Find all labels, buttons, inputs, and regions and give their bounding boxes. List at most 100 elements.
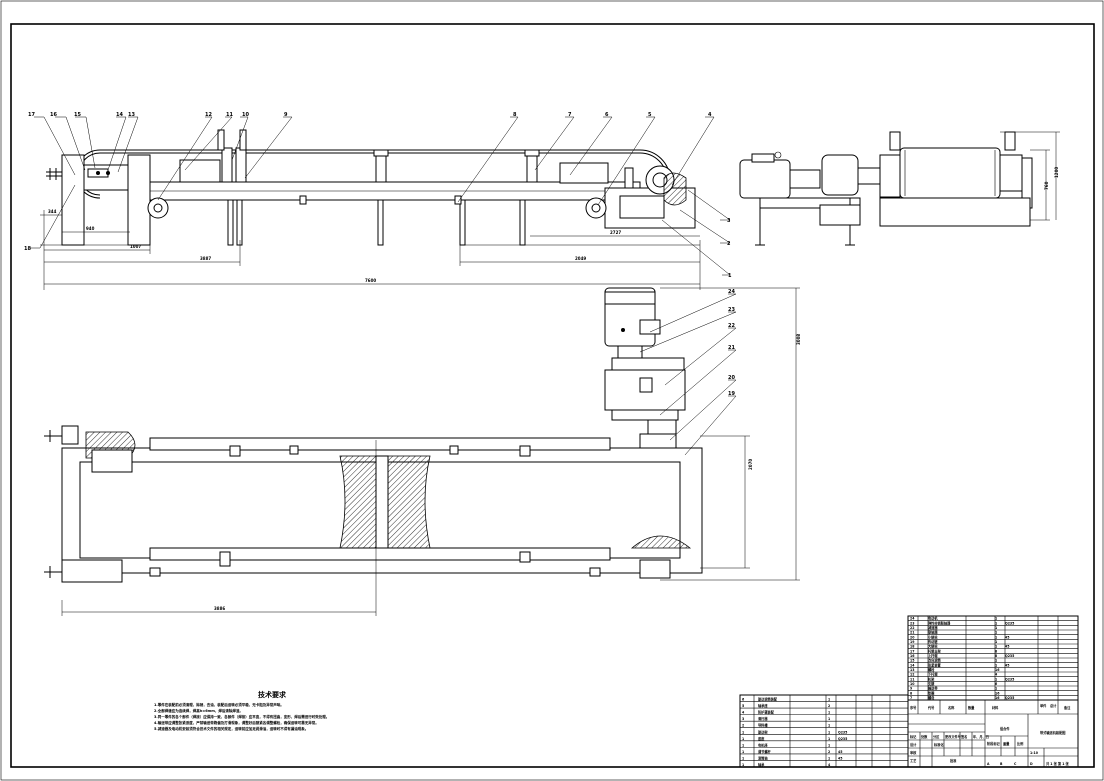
bom-lower-cell: 轴承 bbox=[758, 762, 765, 767]
tech-req-line-4: 4.输送带应调整张紧适度，严禁输送带跑偏及打滑现象，调整好后锁紧各调整螺栓，确保… bbox=[154, 720, 319, 725]
bom-upper-cell: 1 bbox=[995, 626, 997, 630]
tb-scale-value: 1:10 bbox=[1030, 751, 1039, 755]
bom-upper-cell: 张紧装置 bbox=[928, 662, 942, 667]
bom-upper-cell: 23 bbox=[910, 621, 914, 625]
balloon-10: 10 bbox=[242, 112, 249, 118]
bom-upper-cell: 螺栓 bbox=[928, 667, 935, 672]
bom-upper-cell: 1 bbox=[995, 635, 997, 639]
balloon-19: 19 bbox=[728, 391, 735, 397]
bom-lower-cell: 1 bbox=[828, 756, 830, 760]
tb-approve: 批准 bbox=[950, 758, 957, 763]
tb-checker: 审核 bbox=[910, 750, 917, 755]
bom-lower-cell: 1 bbox=[742, 756, 744, 760]
bom-lower-cell: 1 bbox=[828, 698, 830, 702]
plan-view: 3886 2070 3008 bbox=[44, 287, 801, 616]
balloon-14: 14 bbox=[116, 112, 123, 118]
dim-2727: 2727 bbox=[610, 230, 621, 235]
bom-upper-cell: 4 bbox=[995, 673, 998, 677]
bom-upper-cell: 1 bbox=[995, 617, 997, 621]
bom-upper-cell: 小链轮 bbox=[927, 634, 938, 639]
tech-req-title: 技术要求 bbox=[258, 690, 287, 699]
bom-upper-cell: 11 bbox=[910, 677, 914, 681]
bom-lower-cell: 1 bbox=[742, 743, 744, 747]
dim-3008: 3008 bbox=[796, 334, 801, 345]
tb-mark-3: 更改文件号 bbox=[945, 734, 962, 739]
bom-lower-cell: 1 bbox=[742, 750, 744, 754]
balloon-17: 17 bbox=[28, 112, 35, 118]
bom-upper-cell: 1 bbox=[995, 631, 997, 635]
tb-stage: 阶段标记 bbox=[987, 741, 1001, 746]
bom-upper-cell: 45 bbox=[1005, 663, 1009, 667]
bom-upper-cell: 上托辊 bbox=[928, 653, 938, 658]
bom-upper-cell: 8 bbox=[995, 649, 998, 653]
tb-weight: 重量 bbox=[1003, 741, 1010, 746]
bom-lower-cell: 1 bbox=[742, 737, 744, 741]
bom-lower-cell: 驱动滚筒装配 bbox=[758, 697, 778, 702]
bom-upper-cell: 21 bbox=[910, 631, 914, 635]
tb-mark-1: 处数 bbox=[920, 734, 928, 739]
bom-upper-cell: 传动链 bbox=[927, 639, 938, 644]
bom-upper-cell: 45 bbox=[1005, 645, 1009, 649]
balloon-15: 15 bbox=[74, 112, 81, 118]
balloon-24: 24 bbox=[728, 289, 735, 295]
bom-upper-cell: 1 bbox=[995, 663, 997, 667]
bom-upper-cell: 6 bbox=[995, 682, 998, 686]
front-view-balloons: 17 16 15 14 13 12 11 10 9 8 7 6 5 4 3 2 … bbox=[24, 112, 732, 279]
dim-3887: 3887 bbox=[200, 256, 211, 261]
bom-lower-cell: 底座 bbox=[758, 736, 765, 741]
tb-letter-b: B bbox=[1000, 762, 1003, 766]
bom-lower-cell: 5 bbox=[742, 704, 744, 708]
bom-upper-cell: 16 bbox=[995, 668, 1000, 672]
balloon-16: 16 bbox=[50, 112, 57, 118]
bom-upper-cell: Q235 bbox=[1005, 654, 1014, 658]
tb-col-material: 材料 bbox=[992, 705, 999, 710]
tb-std: 标准化 bbox=[933, 742, 944, 747]
bom-upper-cell: 7 bbox=[910, 696, 912, 700]
balloon-2: 2 bbox=[727, 241, 731, 247]
plan-view-balloons: 24 23 22 21 20 19 bbox=[639, 289, 737, 456]
tb-scale: 比例 bbox=[1017, 741, 1024, 746]
bom-upper-cell: 10 bbox=[910, 682, 915, 686]
tb-mark-5: 年、月、日 bbox=[973, 734, 989, 739]
tech-req-line-1: 1.零件在装配前必须清理，除锈，去油，装配后运转必须平稳，无卡阻及异常声响。 bbox=[154, 702, 284, 707]
bom-upper-cell: 电动机 bbox=[928, 616, 938, 621]
tb-col-remark: 备注 bbox=[1063, 705, 1071, 710]
bom-lower-cell: Q235 bbox=[838, 730, 847, 734]
bom-upper-cell: 托辊支架 bbox=[928, 648, 942, 653]
bom-lower-cell: 电机座 bbox=[758, 742, 768, 747]
balloon-7: 7 bbox=[568, 112, 572, 118]
balloon-21: 21 bbox=[728, 345, 735, 351]
dim-344: 344 bbox=[48, 209, 57, 214]
bom-upper-cell: 支腿 bbox=[927, 681, 935, 686]
bom-lower-cell: 1 bbox=[828, 737, 830, 741]
bom-upper-cell: 19 bbox=[910, 640, 915, 644]
bom-upper-cell: 1 bbox=[995, 677, 997, 681]
tb-col-name: 名称 bbox=[948, 705, 955, 710]
bom-upper-cell: 9 bbox=[910, 687, 913, 691]
bom-lower-cell: 防护罩装配 bbox=[758, 710, 775, 715]
bom-lower-cell: 驱动架 bbox=[758, 729, 768, 734]
balloon-11: 11 bbox=[226, 112, 233, 118]
bom-lower-cell: 调节螺杆 bbox=[758, 749, 772, 754]
bom-upper-cell: 14 bbox=[910, 663, 915, 667]
bom-upper-cell: 垫圈 bbox=[928, 690, 934, 695]
bom-upper-cell: 机架 bbox=[927, 676, 935, 681]
dim-3886: 3886 bbox=[214, 606, 225, 611]
bom-upper-cell: 改向滚筒 bbox=[928, 658, 942, 663]
balloon-6: 6 bbox=[605, 112, 609, 118]
bom-lower-cell: 1 bbox=[828, 724, 830, 728]
bom-lower-cell: 1 bbox=[828, 743, 830, 747]
bom-lower-cell: 6 bbox=[742, 698, 745, 702]
bom-upper-cell: 1 bbox=[995, 687, 997, 691]
tb-col-code: 代号 bbox=[927, 705, 935, 710]
tb-designer: 设计 bbox=[910, 742, 917, 747]
balloon-9: 9 bbox=[284, 112, 288, 118]
bom-lower-cell: 导料槽 bbox=[758, 723, 768, 728]
tech-req-line-5: 5.减速器及电动机安装须符合技术文件的相关规定，运转前应加足润滑油，运转时不得有… bbox=[154, 726, 308, 731]
dim-1200: 1200 bbox=[1054, 167, 1059, 178]
bom-upper-cell: Q235 bbox=[1005, 621, 1014, 625]
balloon-23: 23 bbox=[728, 307, 735, 313]
dim-760: 760 bbox=[1044, 181, 1049, 190]
